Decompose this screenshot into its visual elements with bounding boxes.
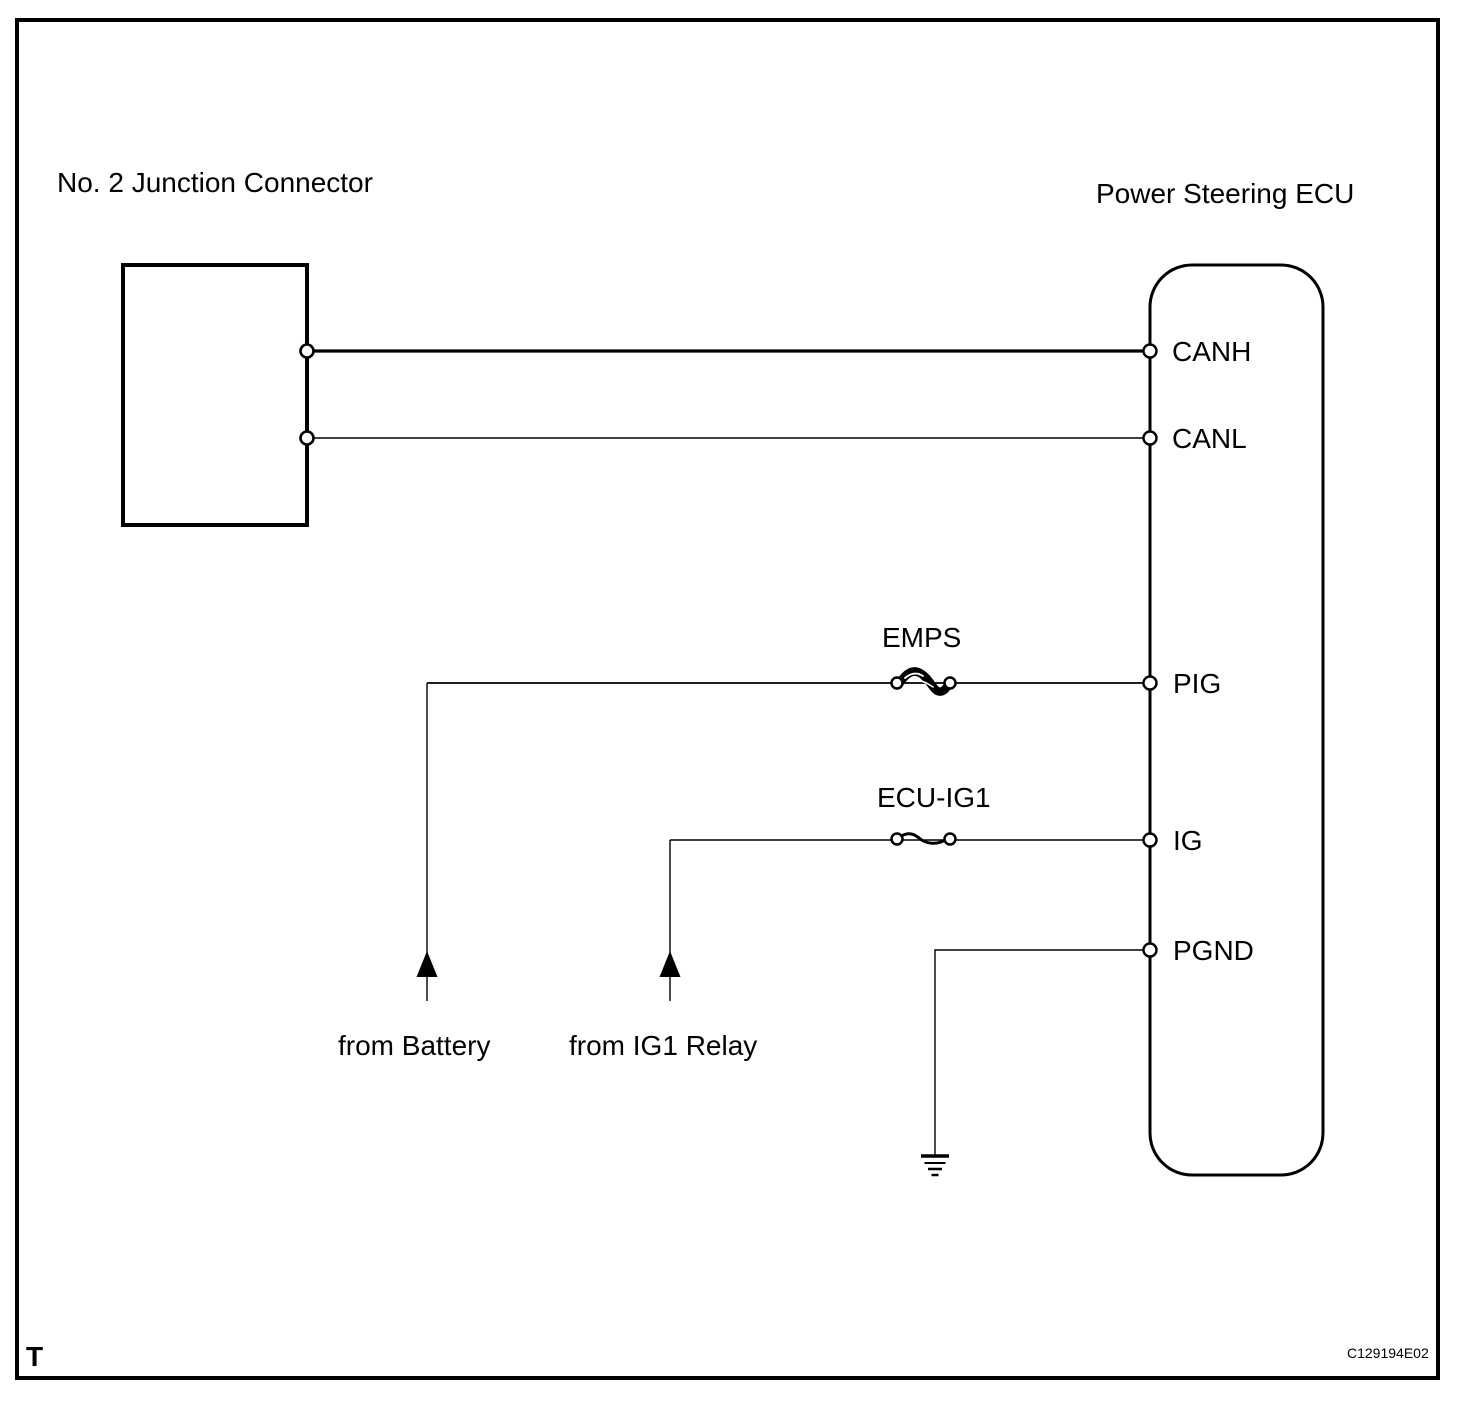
ecu-pin-ig — [1142, 832, 1158, 848]
fuse-label-ecu-ig1: ECU-IG1 — [877, 782, 991, 813]
pin-label-canl: CANL — [1172, 423, 1247, 454]
ecu-title-label: Power Steering ECU — [1096, 178, 1355, 209]
ig1-relay-arrow-icon — [659, 951, 681, 977]
ecu-ig1-fuse-icon — [890, 832, 957, 846]
figure-code: C129194E02 — [1347, 1345, 1429, 1361]
junction-terminal-canl — [299, 430, 315, 446]
wire-pgnd — [934, 949, 1150, 1156]
fuse-label-emps: EMPS — [882, 622, 962, 653]
battery-arrow-icon — [416, 951, 438, 977]
ecu-pin-canl — [1142, 430, 1158, 446]
ecu-pin-pig — [1142, 675, 1158, 691]
junction-terminal-canh — [299, 343, 315, 359]
pin-label-pgnd: PGND — [1173, 935, 1254, 966]
junction-connector-label: No. 2 Junction Connector — [57, 167, 373, 198]
junction-connector-box — [121, 263, 309, 527]
ground-icon — [921, 1154, 949, 1177]
pin-label-ig: IG — [1173, 825, 1203, 856]
page-marker: T — [26, 1341, 44, 1372]
source-label-ig1-relay: from IG1 Relay — [569, 1030, 758, 1061]
ecu-body — [1148, 263, 1325, 1177]
pin-label-canh: CANH — [1172, 336, 1252, 367]
emps-fusible-link-icon — [890, 667, 957, 696]
page-frame — [15, 18, 1440, 1380]
pin-label-pig: PIG — [1173, 668, 1222, 699]
ecu-pin-pgnd — [1142, 942, 1158, 958]
ecu-pin-canh — [1142, 343, 1158, 359]
source-label-battery: from Battery — [338, 1030, 491, 1061]
